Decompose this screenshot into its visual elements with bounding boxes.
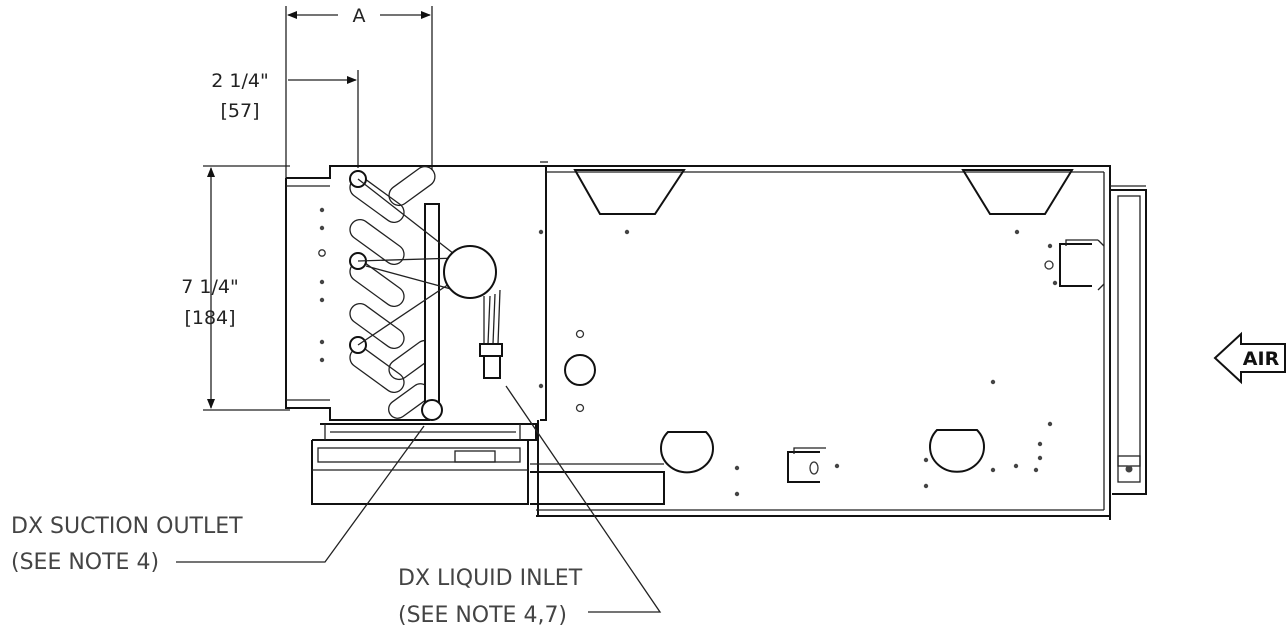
coil-section <box>285 165 547 421</box>
liquid-leader <box>505 385 662 613</box>
dimension-tube-offset: 2 1/4" [57] <box>211 70 359 168</box>
cabinet <box>530 161 1111 520</box>
airflow-indicator: AIR <box>1213 331 1286 385</box>
airflow-label: AIR <box>1243 348 1280 370</box>
dimension-coil-height-metric: [184] <box>184 307 235 329</box>
bracket-slot-upper <box>1044 239 1105 291</box>
suction-callout: DX SUCTION OUTLET (SEE NOTE 4) <box>11 514 243 575</box>
dimension-coil-height-imperial: 7 1/4" <box>181 276 238 298</box>
suction-leader <box>176 425 425 563</box>
dimension-tube-offset-metric: [57] <box>220 100 259 122</box>
bracket-slot-lower <box>787 447 826 483</box>
liquid-callout-line2: (SEE NOTE 4,7) <box>398 603 567 628</box>
liquid-callout: DX LIQUID INLET (SEE NOTE 4,7) <box>398 566 583 628</box>
airflow-arrow-icon <box>1213 331 1286 385</box>
suction-callout-line2: (SEE NOTE 4) <box>11 550 159 575</box>
suction-callout-line1: DX SUCTION OUTLET <box>11 514 243 539</box>
end-panel <box>1110 185 1147 495</box>
dimension-tube-offset-imperial: 2 1/4" <box>211 70 268 92</box>
dimension-a: A <box>285 5 433 178</box>
liquid-callout-line1: DX LIQUID INLET <box>398 566 583 591</box>
drain-pan <box>311 423 537 505</box>
dimension-coil-height: 7 1/4" [184] <box>181 165 290 411</box>
dimension-a-label: A <box>353 5 366 27</box>
